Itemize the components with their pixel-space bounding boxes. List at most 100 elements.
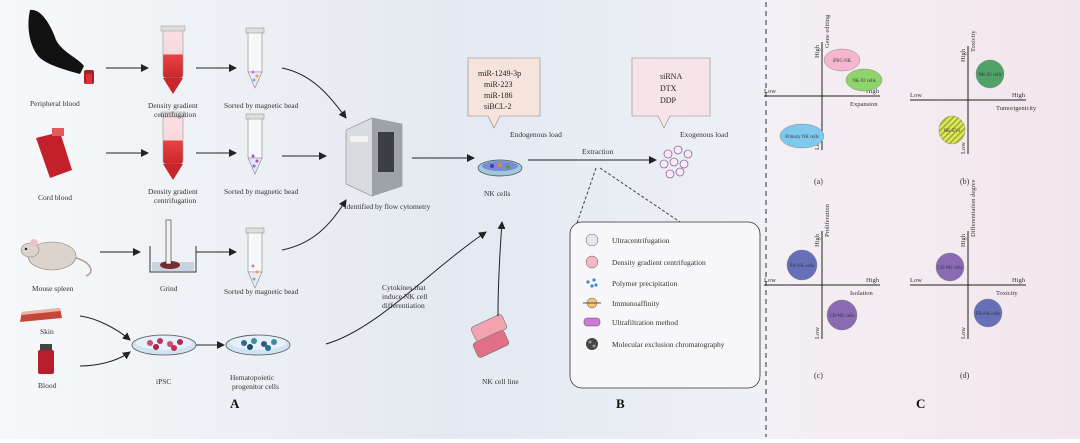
blood-bag-icon: [36, 128, 72, 178]
flow-arrow: [281, 199, 347, 251]
group-blob-label: NK-EVs: [944, 129, 961, 134]
source-label: Cord blood: [38, 193, 72, 202]
group-blob-label: NK-92 cells: [852, 79, 875, 84]
axis-low-label: Low: [910, 277, 922, 284]
cargo-item: siBCL-2: [484, 102, 512, 111]
magnetic-tube-icon: [245, 227, 265, 289]
flow-arrow: [79, 315, 131, 341]
nk-cells-label: NK cells: [484, 189, 511, 198]
chromatography-icon: [586, 338, 598, 350]
group-blob: [975, 59, 1005, 89]
cargo-item: miR-1249-3p: [478, 69, 521, 78]
method-label: Immunoaffinity: [612, 299, 660, 308]
axis-high-label: High: [814, 44, 821, 58]
cargo-item: siRNA: [660, 72, 682, 81]
centrifuge-tube-icon: [160, 111, 186, 180]
x-axis-label: Expansion: [850, 101, 878, 108]
group-blob-label: CB-NK cells: [830, 314, 855, 319]
method-label: Molecular exclusion chromatography: [612, 340, 725, 349]
arm-icon: [28, 9, 94, 84]
axis-high-label: High: [960, 233, 967, 247]
nk-line-label: NK cell line: [482, 377, 519, 386]
step-label: centrifugation: [154, 196, 196, 205]
method-label: Density gradient centrifugation: [612, 258, 706, 267]
y-axis-label: Differentiation degree: [970, 179, 977, 237]
quadrant-id: (d): [960, 371, 970, 380]
source-label: Mouse spleen: [32, 284, 74, 293]
method-label: Ultrafiltration method: [612, 318, 678, 327]
axis-low-label: Low: [764, 277, 776, 284]
quadrant-id: (a): [814, 177, 823, 186]
annotation: induce NK cell: [382, 292, 427, 301]
step-label: Sorted by magnetic bead: [224, 187, 299, 196]
axis-high-label: High: [960, 48, 967, 62]
step-label: Sorted by magnetic bead: [224, 287, 299, 296]
step-label: Grind: [160, 284, 178, 293]
panel-a-background: [0, 0, 448, 439]
flow-arrow: [79, 351, 131, 367]
group-blob-label: NK-92 cells: [978, 73, 1001, 78]
axis-high-label: High: [814, 233, 821, 247]
group-blob-label: CB-NK cells: [938, 266, 963, 271]
group-blob: [935, 252, 965, 282]
quadrant-id: (b): [960, 177, 970, 186]
axis-low-label: Low: [960, 327, 967, 339]
nk-cell-dish-icon: [477, 159, 523, 177]
panel-letter: B: [616, 396, 625, 411]
panel-c-background: [766, 0, 1080, 439]
axis-low-label: Low: [814, 327, 821, 339]
axis-high-label: High: [1012, 92, 1026, 99]
flow-arrow: [325, 231, 487, 345]
endogenous-cargo-box: [467, 57, 541, 129]
blood-vial-icon: [38, 344, 54, 374]
group-blob: [938, 115, 966, 145]
step-label: iPSC: [156, 377, 171, 386]
flow-cytometer-icon: [345, 117, 403, 197]
connector: [575, 167, 597, 227]
step-label: Identified by flow cytometry: [344, 202, 431, 211]
group-blob-label: iPSC-NK: [833, 59, 852, 64]
group-blob-label: PB-NK cells: [790, 264, 815, 269]
panel-letter: C: [916, 396, 925, 411]
source-label: Peripheral blood: [30, 99, 80, 108]
step-label: Density gradient: [148, 187, 199, 196]
group-blob-label: PB-NK cells: [976, 312, 1001, 317]
axis-high-label: High: [1012, 277, 1026, 284]
hematopoietic-dish-icon: [225, 334, 291, 356]
grind-dish-icon: [149, 219, 197, 273]
group-blob: [826, 299, 858, 331]
centrifuge-tube-icon: [160, 25, 186, 94]
quadrant-id: (c): [814, 371, 823, 380]
connector: [599, 167, 681, 223]
y-axis-label: Proliferation: [824, 203, 831, 237]
method-label: Polymer precipitation: [612, 279, 677, 288]
group-blob-label: Primary NK cells: [785, 135, 819, 140]
cargo-item: miR-186: [484, 91, 512, 100]
panel-letter: A: [230, 396, 240, 411]
step-label: Hematopoietic: [230, 373, 275, 382]
step-label: progenitor cells: [232, 382, 279, 391]
group-blob: [786, 249, 818, 281]
y-axis-label: Gene editing: [824, 14, 831, 48]
method-label: Ultracentrifugation: [612, 236, 670, 245]
density-gradient-icon: [585, 255, 599, 269]
flow-arrow: [281, 67, 347, 119]
axis-low-label: Low: [910, 92, 922, 99]
axis-high-label: High: [866, 88, 880, 95]
magnetic-tube-icon: [245, 113, 265, 175]
group-blob: [823, 48, 861, 72]
group-blob: [779, 123, 825, 149]
ultracentrifugation-icon: [585, 233, 599, 247]
ipsc-dish-icon: [131, 334, 197, 356]
ultrafiltration-icon: [583, 317, 601, 327]
axis-low-label: Low: [960, 142, 967, 154]
source-label: Skin: [40, 327, 54, 336]
methods-box: [569, 221, 761, 389]
mouse-icon: [20, 239, 92, 277]
axis-high-label: High: [866, 277, 880, 284]
group-blob: [845, 68, 883, 92]
immunoaffinity-icon: [583, 297, 601, 309]
annotation: differentiation: [382, 301, 425, 310]
